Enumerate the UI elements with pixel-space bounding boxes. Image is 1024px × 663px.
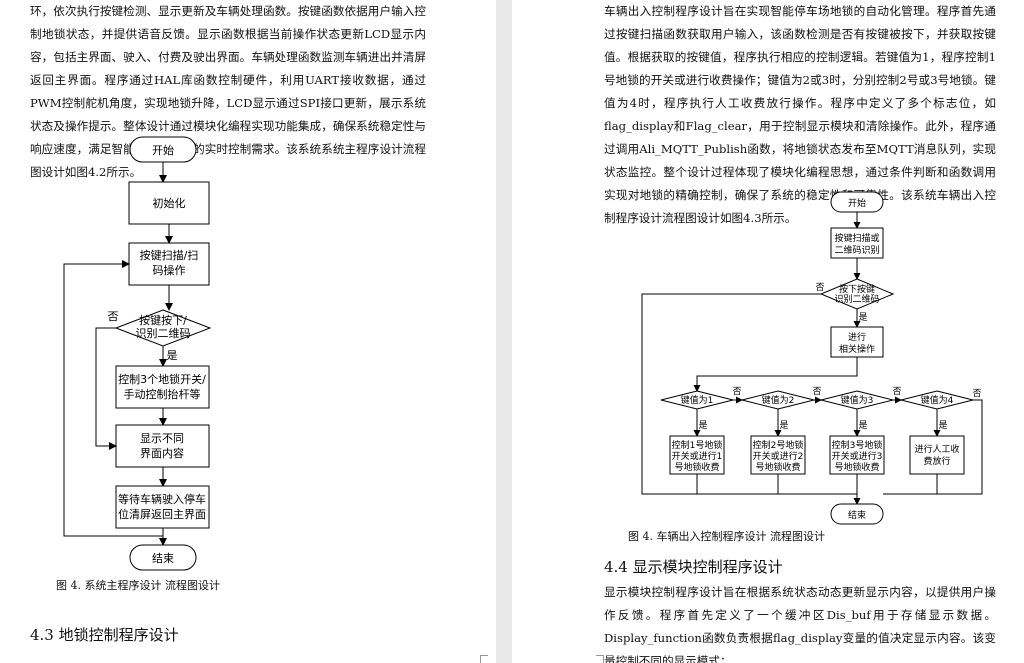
flow-yes-label: 是 (858, 420, 867, 431)
page-gutter (496, 0, 512, 663)
flow-display-box (115, 424, 210, 468)
flow-no-label: 否 (812, 386, 821, 397)
flow-action4-line2: 费放行 (923, 455, 950, 467)
flow-end-label: 结束 (848, 509, 866, 521)
flow-action4-box (909, 435, 965, 475)
flow-decision-label-1: 按下按键 (839, 283, 875, 295)
flow-action3-box (829, 435, 885, 475)
flow-action1-line1: 控制1号地锁 (672, 439, 723, 451)
flow-key3-label: 键值为3 (841, 394, 874, 406)
flow-action2-line3: 号地锁收费 (755, 461, 800, 473)
flow-action1-line2: 开关或进行1 (672, 450, 723, 462)
flow-end-label: 结束 (152, 552, 174, 565)
flow-decision-label-1: 按键按下/ (139, 313, 187, 327)
flow-start-label: 开始 (848, 197, 866, 209)
flow-action3-line3: 号地锁收费 (834, 461, 879, 473)
flow-action1-box (669, 435, 725, 475)
flow-no-label: 否 (815, 282, 824, 293)
flow-scan-label-1: 按键扫描或 (834, 232, 879, 244)
flow-scan-label-2: 码操作 (153, 263, 186, 277)
flow-no-label: 否 (108, 310, 119, 323)
flow-key2-label: 键值为2 (762, 394, 795, 406)
flow-yes-label: 是 (858, 312, 867, 323)
flow-yes-label: 是 (779, 420, 788, 431)
flow-control-box (115, 365, 210, 409)
flow-wait-label-2: 位清屏返回主界面 (118, 507, 206, 521)
flow-control-label-2: 手动控制抬杆等 (124, 387, 201, 401)
flow-yes-label: 是 (167, 349, 178, 362)
flow-init-label: 初始化 (153, 196, 186, 210)
left-page: 环，依次执行按键检测、显示更新及车辆处理函数。按键函数依据用户输入控制地锁状态，… (0, 0, 496, 663)
flow-display-label-2: 界面内容 (140, 446, 184, 460)
flow-display-label-1: 显示不同 (140, 432, 184, 445)
flow-wait-label-1: 等待车辆驶入停车 (118, 492, 206, 506)
flow-start-label: 开始 (152, 143, 174, 157)
flow-no-label: 否 (732, 386, 741, 397)
body-paragraph: 车辆出入控制程序设计旨在实现智能停车场地锁的自动化管理。程序首先通过按键扫描函数… (604, 4, 996, 225)
right-page: 车辆出入控制程序设计旨在实现智能停车场地锁的自动化管理。程序首先通过按键扫描函数… (512, 0, 1024, 663)
flow-action4-line1: 进行人工收 (914, 443, 959, 455)
section-heading: 4.4 显示模块控制程序设计 (604, 558, 783, 576)
flow-control-label-1: 控制3个地锁开关/ (118, 372, 206, 386)
flow-yes-label: 是 (938, 420, 947, 431)
flow-action1-line3: 号地锁收费 (674, 461, 719, 473)
flow-key1-label: 键值为1 (681, 394, 714, 406)
flow-scan-label-2: 二维码识别 (834, 244, 879, 256)
section-heading: 4.3 地锁控制程序设计 (30, 626, 179, 644)
flow-key4-label: 键值为4 (921, 394, 954, 406)
flow-action3-line1: 控制3号地锁 (832, 439, 883, 451)
flow-action2-box (750, 435, 806, 475)
flow-yes-label: 是 (698, 420, 707, 431)
flow-scan-box (830, 227, 884, 259)
flow-decision-label-2: 识别二维码 (834, 293, 879, 305)
body-paragraph-2: 显示模块控制程序设计旨在根据系统状态动态更新显示内容，以提供用户操作反馈。程序首… (604, 585, 996, 663)
flow-process-label-1: 进行 (848, 331, 866, 343)
flow-no-label: 否 (972, 388, 981, 399)
flow-action2-line2: 开关或进行2 (753, 450, 804, 462)
flow-decision-label-2: 识别二维码 (136, 327, 191, 340)
flow-end-node (129, 544, 197, 571)
flow-no-label: 否 (892, 386, 901, 397)
flow-wait-box (115, 485, 210, 529)
main-program-flowchart: 开始 初始化 按键扫描/扫 码操作 按键按下/ 识别二维码 否 是 控制3个地锁… (63, 136, 212, 571)
flow-scan-box (128, 242, 210, 286)
flow-process-label-2: 相关操作 (839, 343, 875, 355)
vehicle-control-flowchart: 开始 按键扫描或 二维码识别 按下按键 识别二维码 否 是 进行 相关操作 键值… (641, 191, 983, 525)
flow-action3-line2: 开关或进行3 (832, 450, 883, 462)
figure-caption: 图 4. 车辆出入控制程序设计 流程图设计 (628, 530, 825, 543)
figure-caption: 图 4. 系统主程序设计 流程图设计 (56, 579, 220, 592)
flow-scan-label-1: 按键扫描/扫 (140, 248, 199, 262)
flow-end-node (830, 503, 884, 525)
flow-action2-line1: 控制2号地锁 (753, 439, 804, 451)
body-paragraph: 环，依次执行按键检测、显示更新及车辆处理函数。按键函数依据用户输入控制地锁状态，… (30, 4, 426, 179)
